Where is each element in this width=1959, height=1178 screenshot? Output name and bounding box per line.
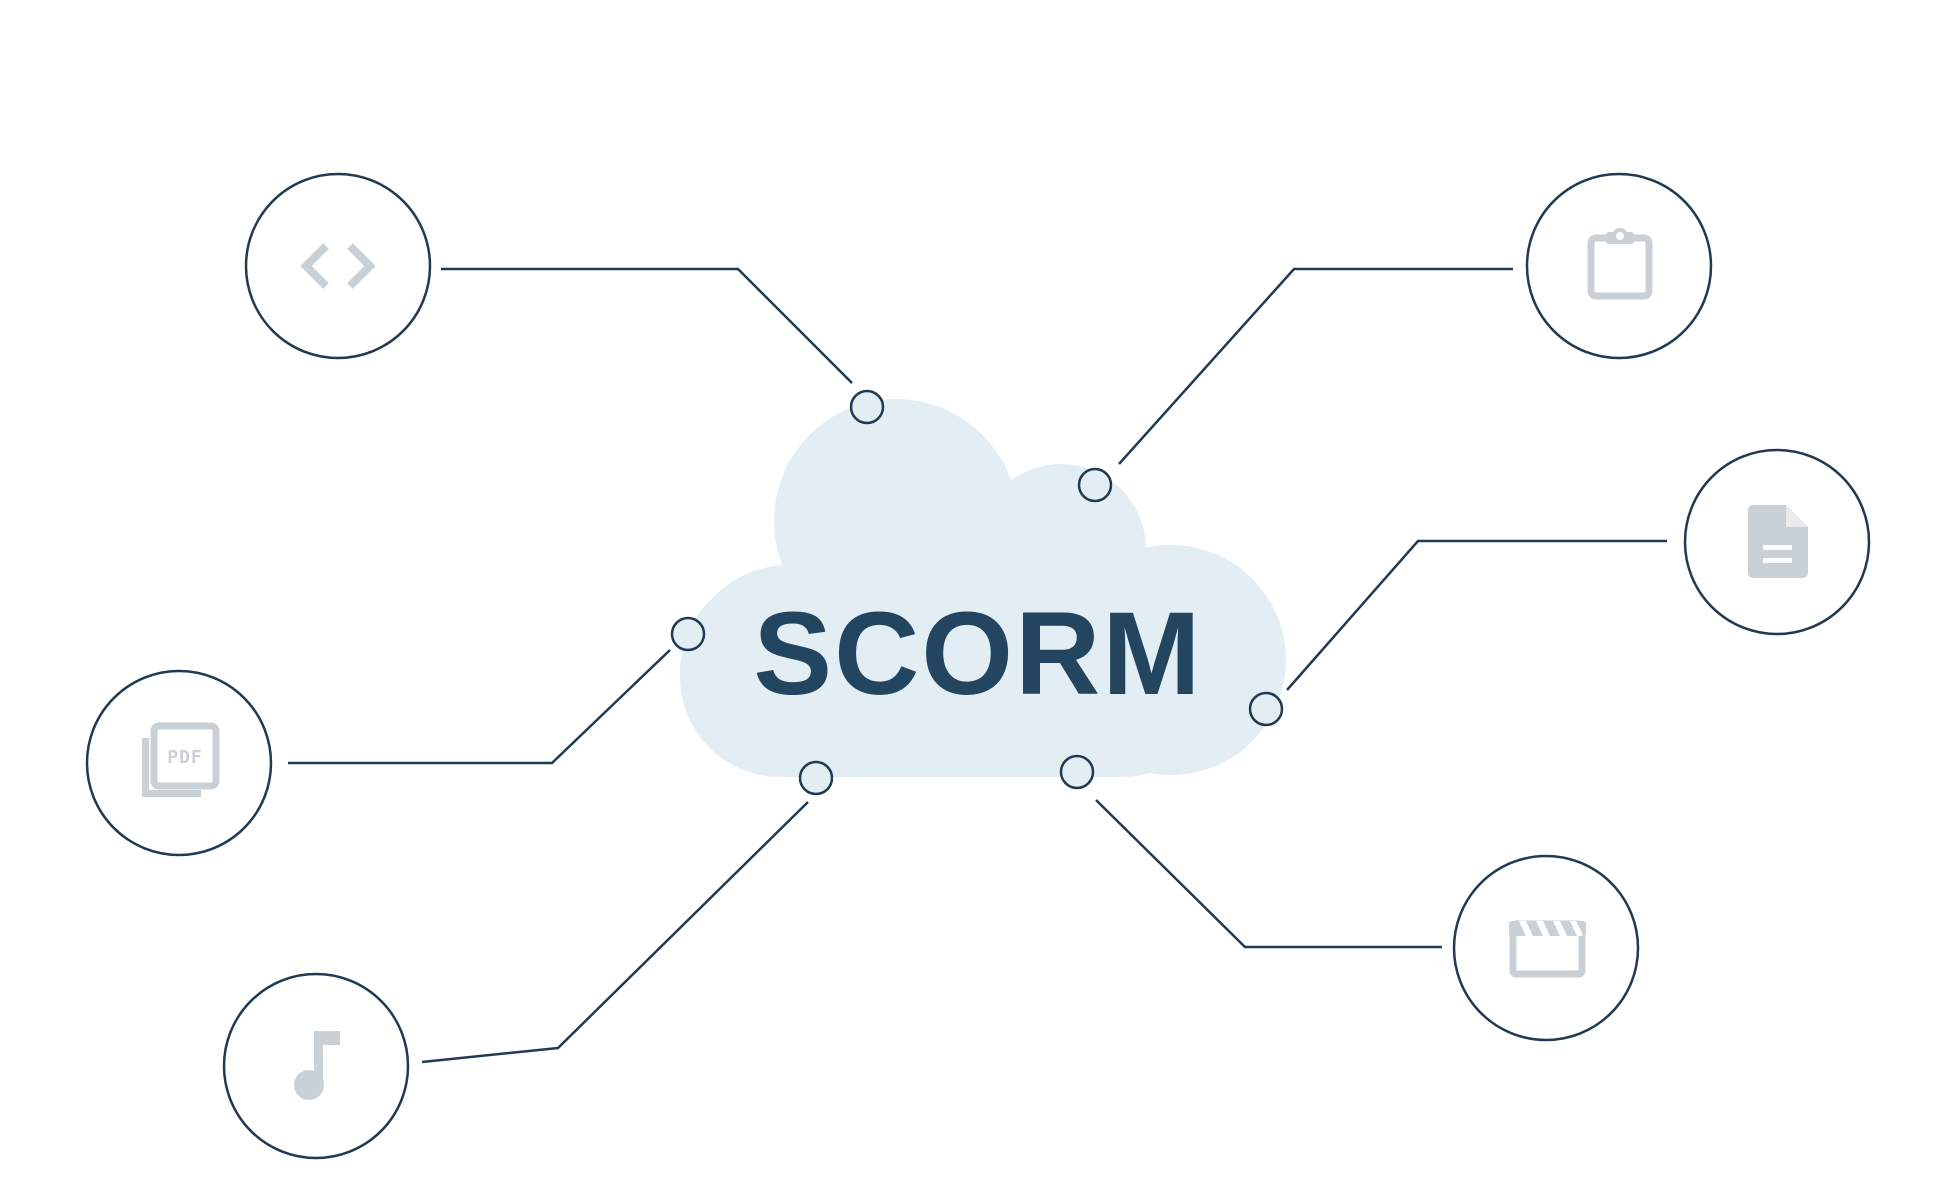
music-note-icon — [294, 1031, 340, 1100]
node-circle-video — [1452, 854, 1640, 1042]
scorm-cloud: SCORM — [680, 399, 1286, 777]
connector-document — [1286, 539, 1667, 691]
node-circle-code — [244, 172, 432, 360]
junction-dot-pdf — [670, 616, 706, 652]
node-music — [222, 972, 410, 1160]
clapperboard-icon — [1509, 920, 1586, 978]
connector-code — [441, 267, 853, 384]
junction-dot-code — [849, 389, 885, 425]
junction-dot-clipboard — [1077, 467, 1113, 503]
junction-dots — [670, 389, 1284, 796]
node-pdf: PDF — [85, 669, 273, 857]
scorm-label: SCORM — [753, 588, 1202, 720]
connector-pdf — [288, 649, 671, 765]
connector-video — [1095, 799, 1442, 949]
node-document — [1683, 448, 1871, 636]
node-video — [1452, 854, 1640, 1042]
cloud-shape — [680, 399, 1286, 777]
junction-dot-document — [1248, 691, 1284, 727]
document-icon — [1748, 505, 1808, 578]
node-code — [244, 172, 432, 360]
pdf-icon-label: PDF — [167, 747, 203, 768]
connector-music — [421, 801, 809, 1064]
node-circle-pdf — [85, 669, 273, 857]
junction-dot-video — [1059, 754, 1095, 790]
connector-clipboard — [1118, 267, 1513, 465]
junction-dot-music — [798, 760, 834, 796]
node-circle-clipboard — [1525, 172, 1713, 360]
node-clipboard — [1525, 172, 1713, 360]
connector-lines — [288, 267, 1667, 1064]
code-icon — [300, 243, 376, 289]
pdf-icon: PDF — [142, 722, 220, 797]
clipboard-icon — [1587, 228, 1653, 300]
